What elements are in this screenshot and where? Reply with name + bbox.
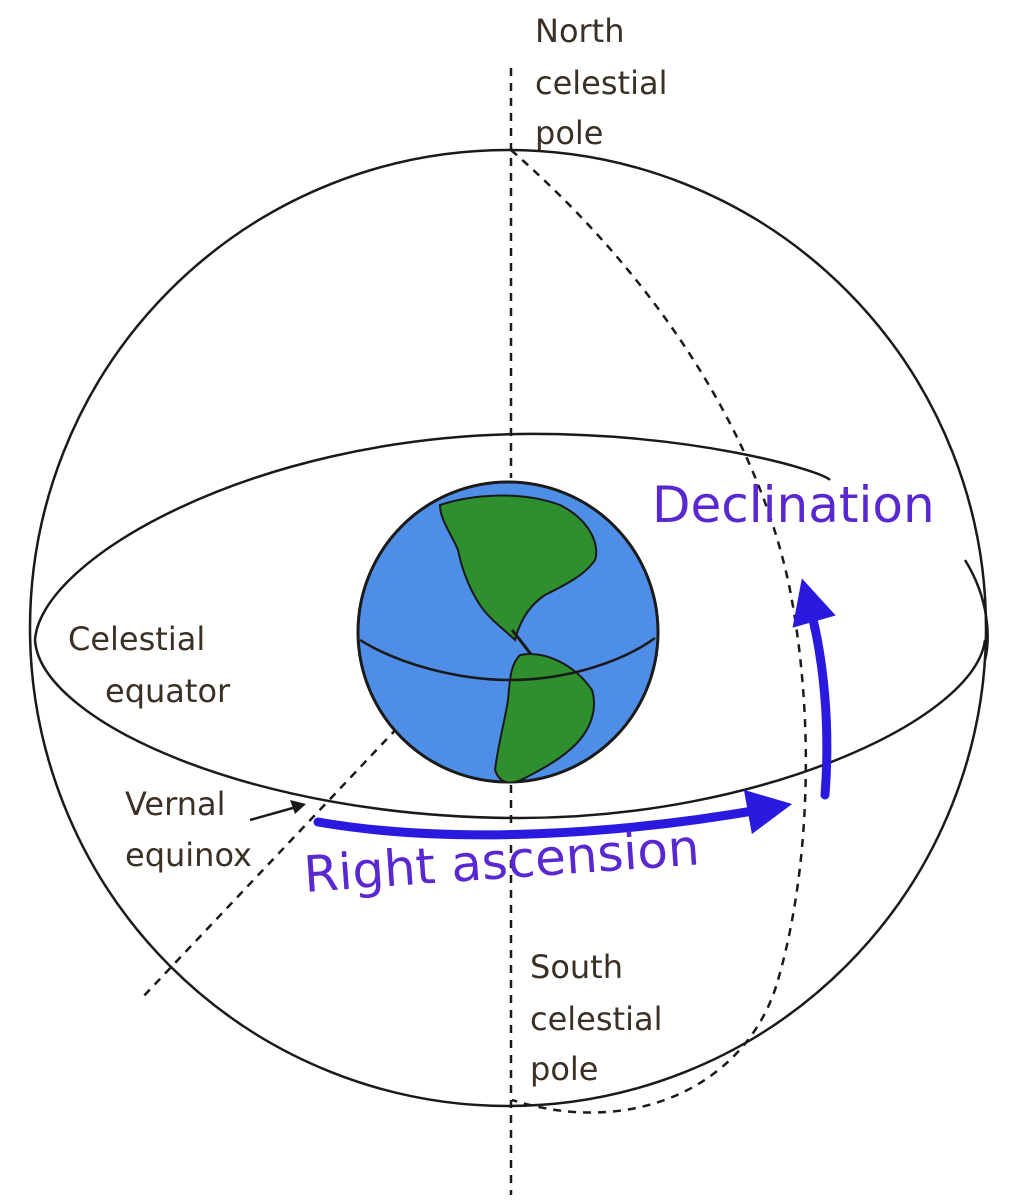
north-pole-line-2: celestial	[535, 64, 667, 102]
south-pole-line-1: South	[530, 948, 623, 986]
earth-globe	[356, 480, 660, 784]
north-pole-line-3: pole	[535, 114, 603, 152]
south-pole-line-3: pole	[530, 1050, 598, 1088]
vernal-equinox-pointer	[249, 804, 301, 822]
celestial-sphere-outline	[28, 148, 988, 1108]
north-america-landmass	[438, 494, 598, 642]
earth-equator	[359, 636, 656, 682]
declination-label: Declination	[652, 476, 935, 534]
south-pole-label: South celestial pole	[530, 948, 673, 1088]
right-ascension-arrow	[313, 789, 793, 840]
vernal-equinox-label: Vernal equinox	[125, 785, 252, 874]
hour-circle-meridian	[510, 149, 808, 1114]
vernal-equinox-pointer-head	[290, 800, 306, 814]
celestial-equator-line-2: equator	[105, 672, 231, 710]
celestial-equator-line-1: Celestial	[68, 620, 205, 658]
vernal-equinox-line	[139, 629, 491, 1001]
celestial-equator-front	[33, 639, 987, 820]
celestial-equator-back	[33, 432, 831, 641]
south-america-landmass	[493, 653, 595, 782]
north-pole-line-1: North	[535, 12, 625, 50]
celestial-equator-label: Celestial equator	[68, 620, 231, 710]
north-pole-label: North celestial pole	[535, 12, 678, 152]
south-pole-line-2: celestial	[530, 1000, 662, 1038]
declination-arrow	[792, 578, 836, 800]
vernal-equinox-line-1: Vernal	[125, 785, 225, 823]
vernal-equinox-line-2: equinox	[125, 836, 252, 874]
celestial-equator-right	[963, 559, 989, 661]
